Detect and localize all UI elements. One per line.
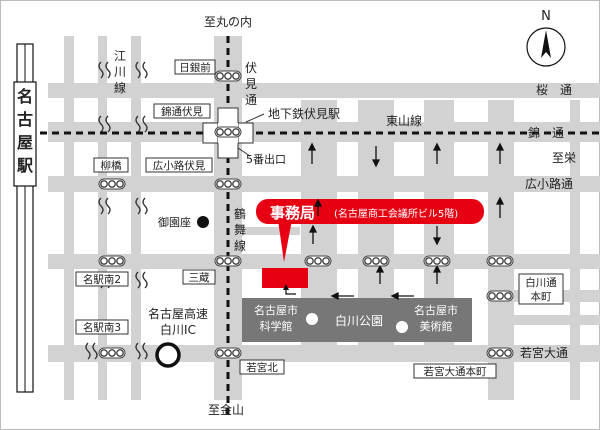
science-museum-marker bbox=[306, 313, 318, 325]
road-east-stub bbox=[514, 315, 600, 325]
label-misonoza: 御園座 bbox=[158, 215, 191, 229]
svg-text:名駅南3: 名駅南3 bbox=[83, 321, 121, 334]
office-entry-arrowhead bbox=[283, 284, 289, 290]
station-label-box bbox=[13, 81, 37, 187]
traffic-signal-icon bbox=[362, 255, 390, 267]
boxed-label-wakamiya-kita: 若宮北 bbox=[239, 359, 285, 375]
traffic-signal-icon bbox=[486, 255, 514, 267]
label-egawa-sen: 江川線 bbox=[114, 49, 126, 95]
one-way-arrows bbox=[307, 142, 505, 301]
svg-text:名駅南2: 名駅南2 bbox=[83, 273, 121, 286]
science-museum-label-2: 科学館 bbox=[260, 319, 293, 333]
label-to-marunouchi: 至丸の内 bbox=[204, 15, 252, 29]
traffic-signals bbox=[98, 70, 514, 359]
label-highway-ic: 白川IC bbox=[160, 322, 196, 337]
vertical-char-fushimi-2: 通 bbox=[245, 93, 257, 107]
road-egawa-sen bbox=[131, 36, 141, 400]
boxed-label-meieki-minami2: 名駅南2 bbox=[75, 271, 129, 287]
station-label-ch2: 古 bbox=[17, 110, 33, 129]
vertical-char-egawa-2: 線 bbox=[114, 80, 126, 95]
station-label-ch3: 屋 bbox=[17, 133, 33, 152]
label-highway: 名古屋高速 bbox=[148, 306, 208, 321]
boxed-label-meieki-minami3: 名駅南3 bbox=[75, 319, 129, 335]
boxed-label-shirakawa-honmachi: 白川通 本町 bbox=[518, 273, 564, 305]
traffic-signal-icon bbox=[214, 178, 242, 190]
office-building-marker bbox=[262, 268, 308, 288]
label-to-sakae: 至栄 bbox=[552, 151, 576, 165]
label-exit5: 5番出口 bbox=[246, 152, 286, 166]
vertical-char-tsurumai-1: 舞 bbox=[234, 223, 246, 237]
station-label-ch4: 駅 bbox=[16, 156, 34, 175]
traffic-signal-icon bbox=[214, 255, 242, 267]
office-callout bbox=[256, 199, 484, 224]
traffic-signal-icon bbox=[304, 255, 332, 267]
boxed-label-sanzo: 三蔵 bbox=[182, 269, 216, 285]
traffic-signal-icon bbox=[486, 347, 514, 359]
misonoza-marker bbox=[197, 216, 209, 228]
boxed-label-nishiki-fushimi: 錦通伏見 bbox=[153, 103, 211, 119]
traffic-signal-icon bbox=[214, 126, 242, 138]
traffic-signal-icon bbox=[486, 290, 514, 302]
vertical-char-fushimi-0: 伏 bbox=[245, 61, 257, 75]
highway-ic-marker bbox=[155, 342, 181, 368]
traffic-signal-icon bbox=[98, 347, 126, 359]
svg-text:広小路伏見: 広小路伏見 bbox=[153, 159, 206, 172]
leader-subway-station bbox=[245, 113, 265, 123]
boxed-label-nichigin-mae: 日銀前 bbox=[174, 59, 216, 75]
station-label-ch1: 名 bbox=[17, 87, 33, 106]
shirakawa-park-label: 白川公園 bbox=[335, 313, 383, 328]
vertical-char-egawa-1: 川 bbox=[114, 65, 126, 79]
art-museum-label-2: 美術館 bbox=[420, 319, 453, 333]
art-museum-label-1: 名古屋市 bbox=[414, 303, 458, 317]
traffic-signal-icon bbox=[214, 347, 242, 359]
office-callout-pointer bbox=[278, 220, 292, 262]
vertical-char-egawa-0: 江 bbox=[114, 49, 126, 63]
traffic-signal-icon bbox=[98, 178, 126, 190]
label-wakamiya-odori: 若宮大通 bbox=[520, 345, 568, 360]
label-fushimi-dori: 伏見通 bbox=[245, 61, 257, 107]
north-compass: N bbox=[526, 9, 566, 67]
traffic-signal-icon bbox=[423, 255, 451, 267]
vertical-char-fushimi-1: 見 bbox=[245, 77, 257, 91]
vertical-char-tsurumai-0: 鶴 bbox=[234, 206, 246, 221]
road-sakura-dori bbox=[48, 83, 600, 98]
label-to-kanayama: 至金山 bbox=[208, 402, 244, 417]
shirakawa-honmachi-line1: 白川通 bbox=[525, 276, 557, 289]
traffic-signal-icon bbox=[98, 255, 126, 267]
road-west-1 bbox=[64, 36, 74, 400]
label-subway-fushimi: 地下鉄伏見駅 bbox=[268, 106, 340, 121]
shirakawa-park-block bbox=[242, 298, 472, 342]
vertical-char-tsurumai-2: 線 bbox=[234, 238, 246, 253]
road-east-2 bbox=[570, 100, 580, 400]
road-west-2 bbox=[98, 36, 107, 400]
leader-exit5 bbox=[237, 147, 251, 157]
road-lane bbox=[242, 227, 300, 235]
svg-text:柳橋: 柳橋 bbox=[101, 159, 122, 172]
boxed-label-hirokoji-fushimi: 広小路伏見 bbox=[145, 157, 213, 173]
svg-text:三蔵: 三蔵 bbox=[189, 271, 210, 284]
label-hirokoji-dori: 広小路通 bbox=[525, 176, 573, 191]
svg-text:若宮北: 若宮北 bbox=[246, 361, 278, 374]
svg-text:錦通伏見: 錦通伏見 bbox=[161, 105, 203, 118]
north-label: N bbox=[541, 9, 551, 24]
traffic-signal-icon bbox=[214, 70, 242, 82]
svg-text:若宮大通本町: 若宮大通本町 bbox=[424, 365, 487, 378]
svg-text:日銀前: 日銀前 bbox=[179, 61, 211, 74]
label-tsurumai-sen: 鶴舞線 bbox=[234, 206, 246, 253]
shirakawa-honmachi-line2: 本町 bbox=[531, 290, 552, 303]
art-museum-marker bbox=[396, 321, 408, 333]
office-detail: (名古屋商工会議所ビル5階) bbox=[334, 207, 458, 220]
boxed-label-wakamiya-honmachi: 若宮大通本町 bbox=[413, 363, 497, 379]
science-museum-label-1: 名古屋市 bbox=[254, 303, 298, 317]
label-higashiyama-sen: 東山線 bbox=[386, 113, 422, 128]
boxed-label-yanagibashi: 柳橋 bbox=[93, 157, 129, 173]
label-sakura-dori: 桜 通 bbox=[536, 83, 572, 97]
label-nishiki-dori: 錦 通 bbox=[528, 125, 564, 140]
office-name: 事務局 bbox=[270, 204, 315, 222]
